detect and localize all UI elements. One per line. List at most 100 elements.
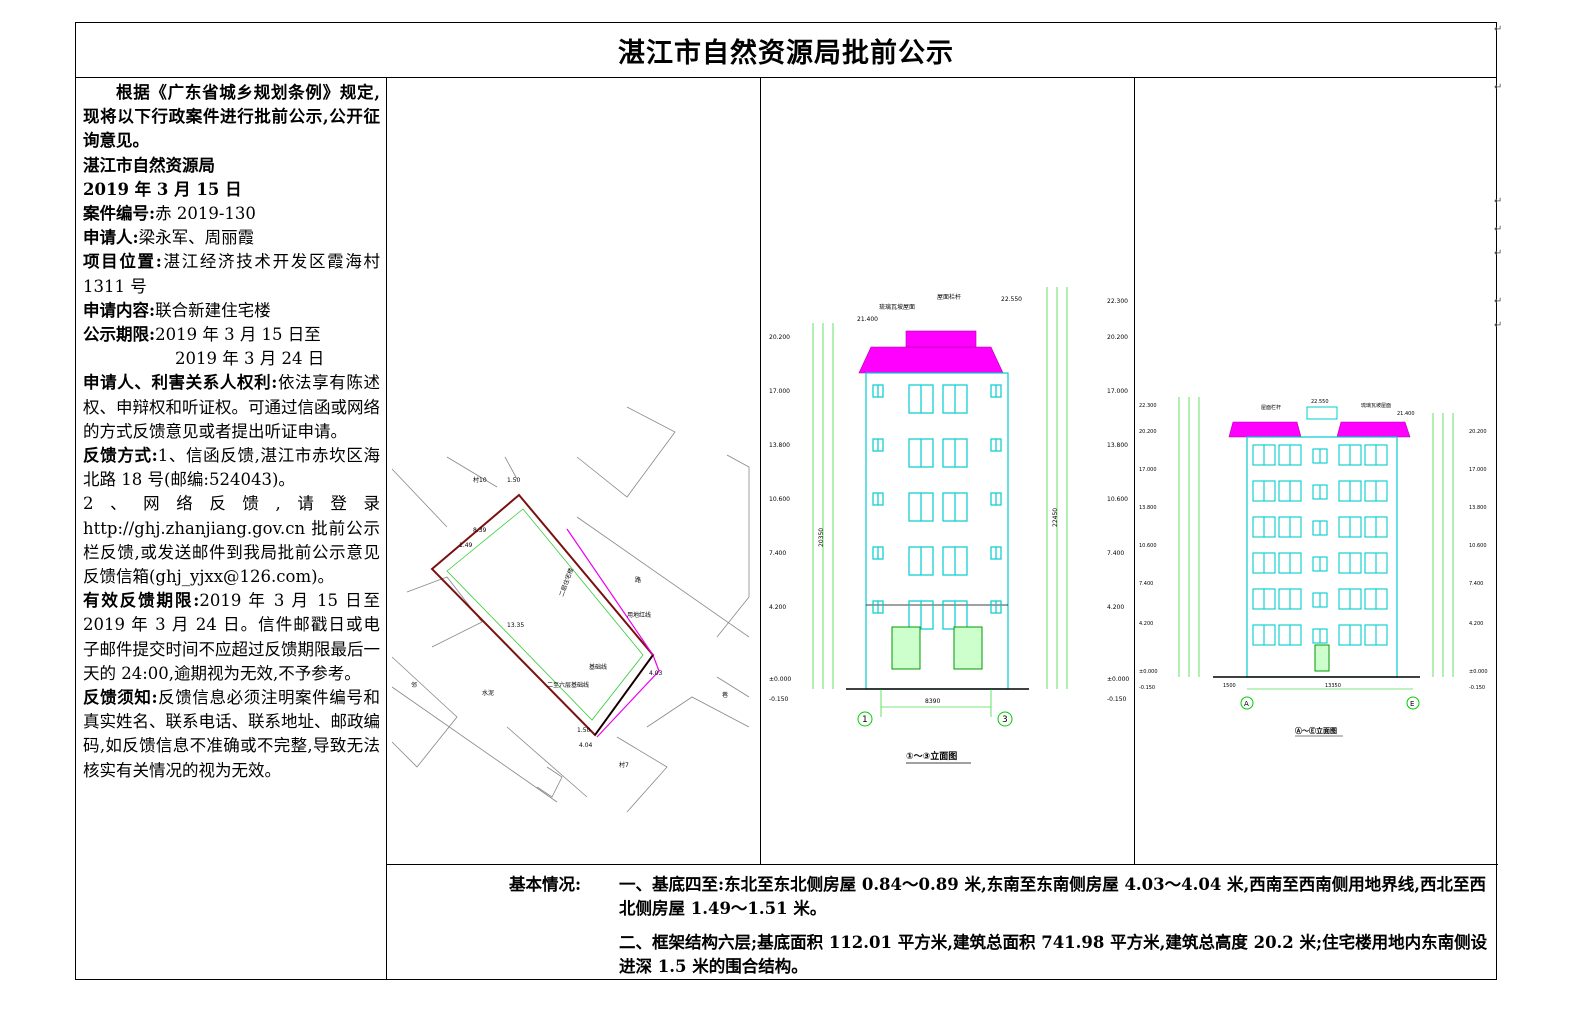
e1-rlevel-4: 10.600	[1107, 496, 1128, 503]
e1-rlevel-0: 22.300	[1107, 298, 1128, 305]
return-mark: ↵	[1494, 196, 1503, 207]
e2-caption: Ⓐ～Ⓔ立面图	[1295, 726, 1337, 735]
rights: 申请人、利害关系人权利:依法享有陈述权、申辩权和听证权。可通过信函或网络的方式反…	[83, 373, 381, 441]
e2-roof-label: 21.400	[1397, 411, 1415, 417]
e2-top-note: 屋面栏杆	[1261, 404, 1281, 411]
e1-level-3: 10.600	[769, 496, 790, 503]
site-dim-6: 4.03	[649, 670, 663, 677]
e1-level-5: 4.200	[769, 604, 786, 611]
e1-width-dim: 8390	[925, 698, 940, 705]
e1-level-7: -0.150	[769, 696, 789, 703]
project-location: 项目位置:湛江经济技术开发区霞海村 1311 号	[83, 252, 381, 296]
e1-axis-right: 3	[1002, 715, 1008, 725]
basic-info-text: 一、基底四至:东北至东北侧房屋 0.84～0.89 米,东南至东南侧房屋 4.0…	[619, 873, 1489, 989]
publicity-period-end: 2019 年 3 月 24 日	[175, 349, 325, 369]
site-label-redline: 用地红线	[627, 611, 651, 619]
e1-right-total-dim: 22450	[1052, 508, 1059, 527]
e2-rlevel-7: -0.150	[1469, 685, 1485, 691]
page-title: 湛江市自然资源局批前公示	[76, 23, 1496, 78]
site-dim-1: 1.49	[459, 542, 473, 549]
e2-rlevel-3: 10.600	[1469, 543, 1487, 549]
site-label-neighbor: 邻	[411, 681, 417, 689]
site-dim-4: 1.50	[577, 727, 591, 734]
return-mark: ↵	[1494, 248, 1503, 259]
return-mark: ↵	[1494, 24, 1503, 35]
e1-rlevel-8: -0.150	[1107, 696, 1127, 703]
e2-level-4: 10.600	[1139, 543, 1157, 549]
site-label-baseline: 基础线	[589, 663, 607, 671]
intro-text: 根据《广东省城乡规划条例》规定,现将以下行政案件进行批前公示,公开征询意见。	[83, 83, 380, 151]
e1-rlevel-7: ±0.000	[1107, 676, 1129, 683]
e1-caption: ①～③立面图	[906, 750, 957, 762]
e1-top-note: 屋面栏杆	[937, 293, 961, 301]
site-dim-5: 4.04	[579, 742, 593, 749]
e2-level-5: 7.400	[1139, 581, 1153, 587]
e2-level-8: -0.150	[1139, 685, 1155, 691]
notice-frame: 湛江市自然资源局批前公示 根据《广东省城乡规划条例》规定,现将以下行政案件进行批…	[75, 22, 1498, 980]
site-label-road: 路	[635, 576, 641, 584]
e2-roof-note: 琉璃瓦坡屋面	[1361, 402, 1391, 409]
basic-info-label: 基本情况:	[509, 875, 582, 894]
e2-level-1: 20.200	[1139, 429, 1157, 435]
e2-rlevel-1: 17.000	[1469, 467, 1487, 473]
elevation-2-drawing: 22.300 20.200 17.000 13.800 10.600 7.400…	[1139, 397, 1488, 737]
e2-rlevel-0: 20.200	[1469, 429, 1487, 435]
e1-rlevel-1: 20.200	[1107, 334, 1128, 341]
publicity-period: 公示期限:2019 年 3 月 15 日至	[83, 325, 321, 345]
e1-rlevel-2: 17.000	[1107, 388, 1128, 395]
e1-top-label: 22.550	[1001, 296, 1022, 303]
site-dim-2: 8.39	[473, 527, 487, 534]
feedback-online: 2、网络反馈,请登录 http://ghj.zhanjiang.gov.cn 批…	[83, 494, 380, 587]
e1-level-6: ±0.000	[769, 676, 791, 683]
e2-level-2: 17.000	[1139, 467, 1157, 473]
site-plan-drawing: 村10 用地红线 二层住宅楼 二至六层基础线 基础线 水泥 村7 路 巷 邻 1…	[391, 406, 750, 813]
site-label-foundation: 二至六层基础线	[547, 681, 589, 689]
return-mark: ↵	[1494, 224, 1503, 235]
e2-rlevel-6: ±0.000	[1469, 669, 1488, 675]
site-dim-0: 1.50	[507, 477, 521, 484]
e1-roof-label: 21.400	[857, 316, 878, 323]
basic-info: 基本情况: 一、基底四至:东北至东北侧房屋 0.84～0.89 米,东南至东南侧…	[387, 864, 1498, 979]
basic-info-line2: 二、框架结构六层;基底面积 112.01 平方米,建筑总面积 741.98 平方…	[619, 933, 1488, 976]
return-mark: ↵	[1494, 296, 1503, 307]
feedback-notes: 反馈须知:反馈信息必须注明案件编号和真实姓名、联系电话、联系地址、邮政编码,如反…	[83, 688, 381, 780]
e1-total-dim: 20350	[818, 528, 825, 547]
elevation-1-drawing: 20.200 17.000 13.800 10.600 7.400 4.200 …	[769, 287, 1129, 764]
case-number: 案件编号:赤 2019-130	[83, 204, 256, 224]
e2-axis-right: E	[1410, 700, 1414, 708]
issue-date: 2019 年 3 月 15 日	[83, 179, 242, 199]
issuing-org: 湛江市自然资源局	[83, 155, 215, 175]
e2-axis-left: A	[1244, 700, 1249, 708]
site-label-village10: 村10	[473, 476, 487, 484]
elevation-2-panel: 22.300 20.200 17.000 13.800 10.600 7.400…	[1135, 77, 1498, 864]
e2-top-label: 22.550	[1311, 399, 1329, 405]
site-label-lane: 巷	[722, 691, 728, 699]
e1-axis-left: 1	[862, 715, 868, 725]
e2-level-0: 22.300	[1139, 403, 1157, 409]
e2-level-3: 13.800	[1139, 505, 1157, 511]
e2-level-6: 4.200	[1139, 621, 1153, 627]
applicant: 申请人:梁永军、周丽霞	[83, 228, 255, 248]
site-label-cement: 水泥	[482, 689, 494, 697]
e1-rlevel-3: 13.800	[1107, 442, 1128, 449]
e2-rlevel-5: 4.200	[1469, 621, 1483, 627]
e1-level-0: 20.200	[769, 334, 790, 341]
site-plan-panel: 村10 用地红线 二层住宅楼 二至六层基础线 基础线 水泥 村7 路 巷 邻 1…	[387, 77, 761, 864]
return-mark: ↵	[1494, 320, 1503, 331]
e1-level-4: 7.400	[769, 550, 786, 557]
elevation-1-panel: 20.200 17.000 13.800 10.600 7.400 4.200 …	[761, 77, 1135, 864]
e2-level-7: ±0.000	[1139, 669, 1158, 675]
valid-feedback-period: 有效反馈期限:2019 年 3 月 15 日至 2019 年 3 月 24 日。…	[83, 591, 381, 683]
e1-level-1: 17.000	[769, 388, 790, 395]
basic-info-line1: 一、基底四至:东北至东北侧房屋 0.84～0.89 米,东南至东南侧房屋 4.0…	[619, 875, 1487, 918]
notice-text-column: 根据《广东省城乡规划条例》规定,现将以下行政案件进行批前公示,公开征询意见。 湛…	[76, 77, 387, 979]
site-label-two-storey: 二层住宅楼	[557, 567, 575, 598]
e2-width-dim: 13350	[1325, 683, 1341, 689]
e1-rlevel-5: 7.400	[1107, 550, 1124, 557]
application-content: 申请内容:联合新建住宅楼	[83, 300, 271, 320]
return-mark: ↵	[1494, 82, 1503, 93]
e1-level-2: 13.800	[769, 442, 790, 449]
e2-rlevel-4: 7.400	[1469, 581, 1483, 587]
e1-roof-note: 琉璃瓦坡屋面	[879, 303, 915, 311]
e1-rlevel-6: 4.200	[1107, 604, 1124, 611]
